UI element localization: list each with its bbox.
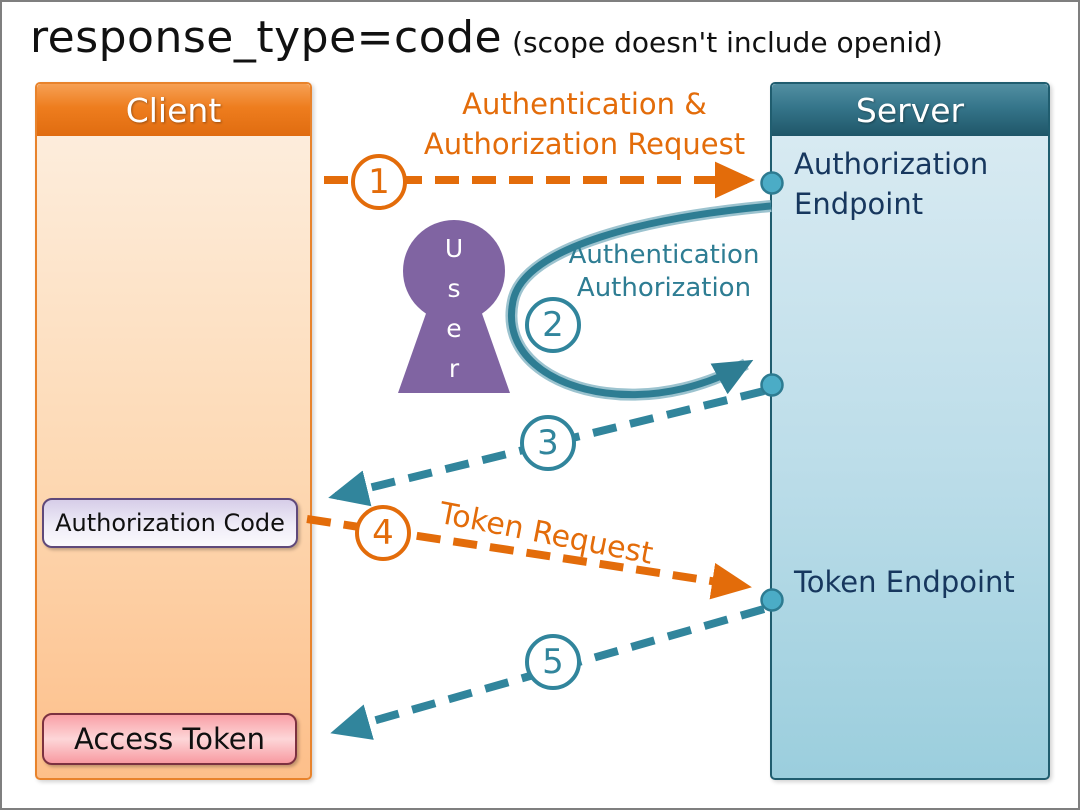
step2-label-line2: Authorization <box>576 273 752 303</box>
user-letter: e <box>446 314 462 343</box>
step2-label-line1: Authentication <box>568 240 760 270</box>
step1-label: Authentication & Authorization Request <box>392 84 777 164</box>
page-title: response_type=code (scope doesn't include… <box>30 12 943 63</box>
authorization-code-badge: Authorization Code <box>42 498 298 548</box>
step1-label-line1: Authentication & <box>462 87 707 121</box>
step5-number-badge: 5 <box>525 634 581 690</box>
server-box: Server <box>770 82 1050 780</box>
authorization-endpoint-label: Authorization Endpoint <box>794 147 989 221</box>
token-endpoint-dot <box>760 588 784 612</box>
user-letter: s <box>447 274 461 303</box>
token-endpoint-label: Token Endpoint <box>794 565 1015 599</box>
authorization-endpoint-dot <box>760 171 784 195</box>
access-token-badge: Access Token <box>42 713 297 765</box>
server-header: Server <box>772 84 1048 136</box>
step3-number-badge: 3 <box>520 415 576 471</box>
client-header: Client <box>37 84 310 136</box>
step1-number-badge: 1 <box>351 154 407 210</box>
user-letter: U <box>444 234 464 263</box>
user-letter: r <box>448 354 460 383</box>
step1-label-line2: Authorization Request <box>423 127 746 161</box>
arrow-step2 <box>508 202 772 399</box>
user-keyhole-icon <box>398 220 510 393</box>
client-box: Client <box>35 82 312 780</box>
title-sub: (scope doesn't include openid) <box>512 26 943 59</box>
title-main: response_type=code <box>30 12 503 63</box>
step2-label: Authentication Authorization <box>554 239 774 305</box>
step2-number-badge: 2 <box>525 297 581 353</box>
authorization-redirect-dot <box>760 373 784 397</box>
user-label: U s e r <box>429 229 479 389</box>
step4-number-badge: 4 <box>355 505 411 561</box>
